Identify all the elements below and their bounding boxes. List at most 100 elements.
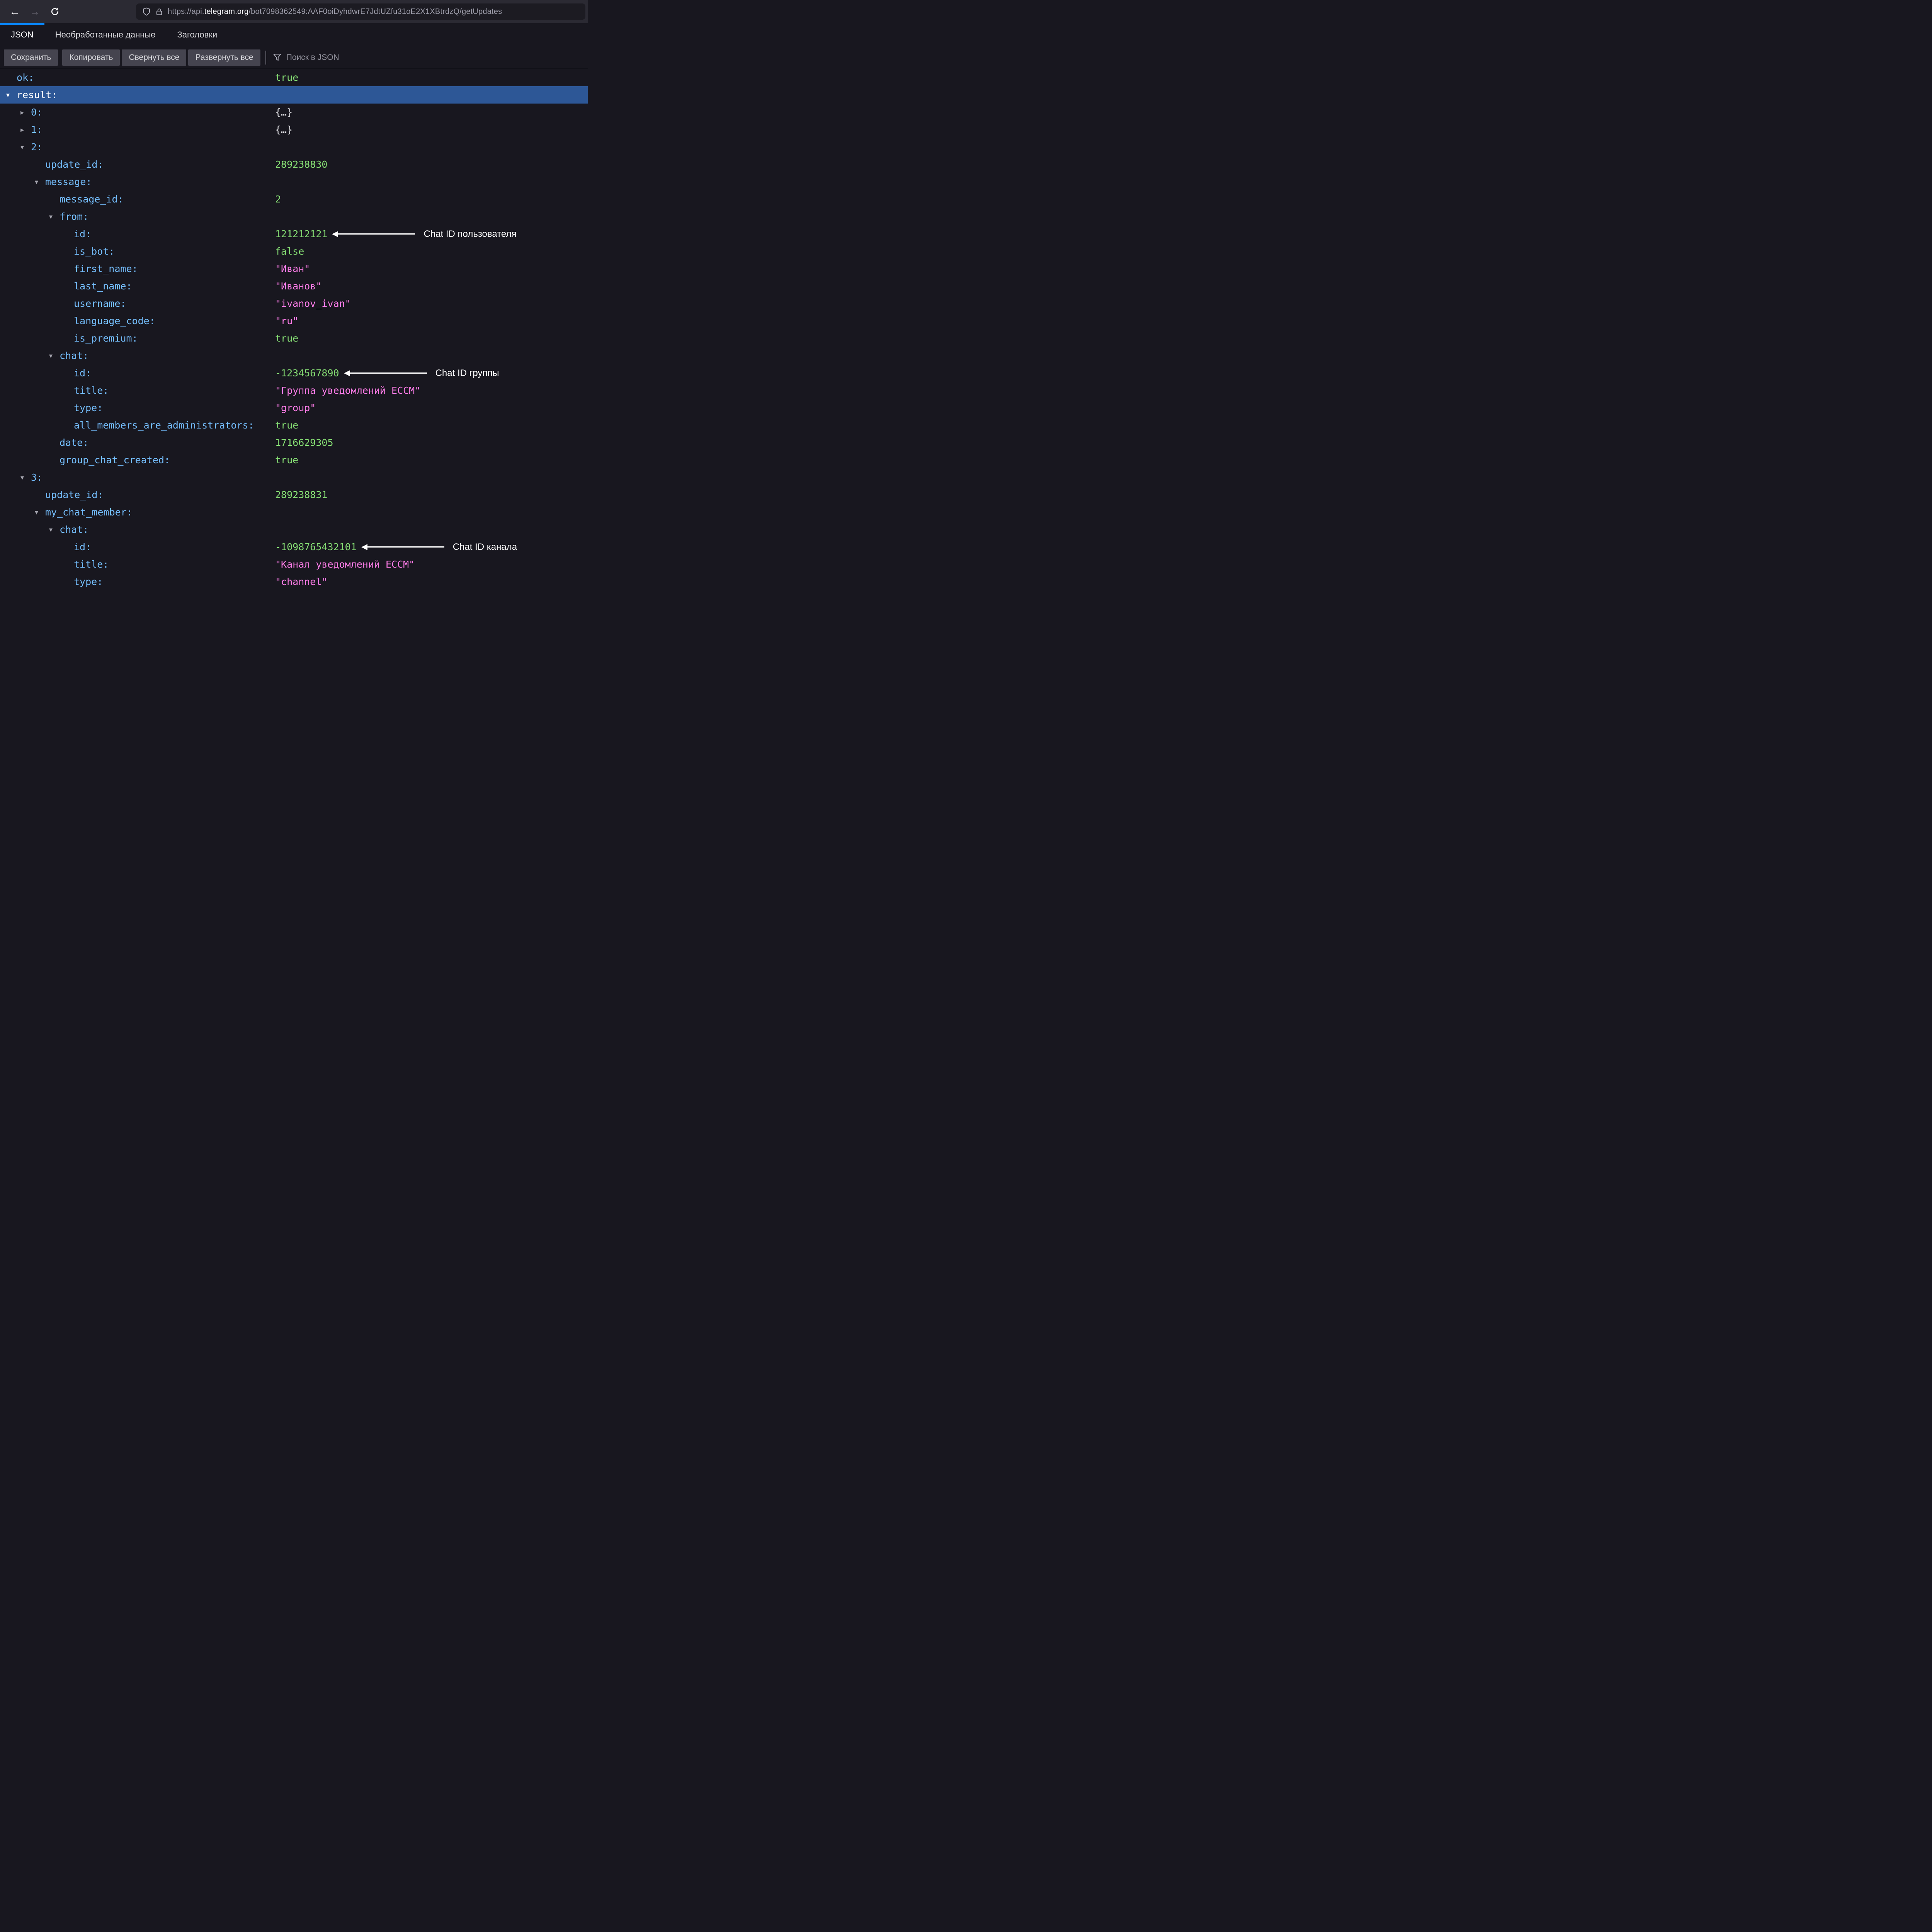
json-key: last_name: bbox=[74, 281, 132, 292]
tab-raw-data[interactable]: Необработанные данные bbox=[55, 30, 156, 39]
url-scheme: https://api. bbox=[168, 7, 204, 16]
copy-button[interactable]: Копировать bbox=[62, 49, 120, 66]
json-row[interactable]: is_bot:false bbox=[0, 243, 588, 260]
json-value-cell: true bbox=[275, 417, 588, 434]
json-key: my_chat_member: bbox=[45, 507, 133, 518]
lock-icon bbox=[156, 9, 162, 15]
json-key: title: bbox=[74, 559, 109, 570]
url-bar[interactable]: https://api.telegram.org/bot7098362549:A… bbox=[136, 3, 585, 20]
forward-button[interactable]: → bbox=[29, 5, 40, 17]
json-value-cell: 2 bbox=[275, 190, 588, 208]
json-value-cell: 289238830 bbox=[275, 156, 588, 173]
json-row[interactable]: is_premium:true bbox=[0, 330, 588, 347]
tab-headers[interactable]: Заголовки bbox=[177, 30, 218, 39]
json-row[interactable]: ▼ message: bbox=[0, 173, 588, 190]
json-value: -1098765432101 bbox=[275, 541, 357, 553]
json-row[interactable]: date: 1716629305 bbox=[0, 434, 588, 451]
reload-icon bbox=[51, 7, 59, 15]
json-value: -1234567890 bbox=[275, 367, 339, 379]
json-row[interactable]: type:"channel" bbox=[0, 573, 588, 590]
json-row[interactable]: title: "Канал уведомлений ЕССМ" bbox=[0, 556, 588, 573]
json-key: username: bbox=[74, 298, 126, 309]
json-key: message: bbox=[45, 176, 92, 187]
json-key: id: bbox=[74, 228, 92, 240]
json-value-cell: "group" bbox=[275, 399, 588, 417]
json-value-cell: "Канал уведомлений ЕССМ" bbox=[275, 556, 588, 573]
json-value: true bbox=[275, 333, 299, 344]
json-row[interactable]: first_name:"Иван" bbox=[0, 260, 588, 277]
json-key: update_id: bbox=[45, 489, 104, 500]
json-value: {…} bbox=[275, 107, 293, 118]
json-row[interactable]: update_id: 289238831 bbox=[0, 486, 588, 503]
json-row[interactable]: last_name: "Иванов" bbox=[0, 277, 588, 295]
collapse-arrow-icon[interactable]: ▼ bbox=[20, 143, 24, 151]
json-row[interactable]: ▼3: bbox=[0, 469, 588, 486]
json-row[interactable]: ▼2: bbox=[0, 138, 588, 156]
json-value: {…} bbox=[275, 124, 293, 135]
json-row[interactable]: ▶1:{…} bbox=[0, 121, 588, 138]
expand-all-button[interactable]: Развернуть все bbox=[188, 49, 260, 66]
json-row[interactable]: ▼from: bbox=[0, 208, 588, 225]
json-value-cell: "ivanov_ivan" bbox=[275, 295, 588, 312]
collapse-arrow-icon[interactable]: ▼ bbox=[20, 474, 24, 481]
json-value: 289238830 bbox=[275, 159, 328, 170]
json-key: chat: bbox=[60, 350, 89, 361]
collapse-arrow-icon[interactable]: ▼ bbox=[6, 91, 10, 99]
json-row[interactable]: all_members_are_administrators: true bbox=[0, 417, 588, 434]
collapse-arrow-icon[interactable]: ▼ bbox=[49, 352, 53, 359]
save-button[interactable]: Сохранить bbox=[4, 49, 58, 66]
json-toolbar: Сохранить Копировать Свернуть все Развер… bbox=[0, 46, 588, 69]
json-row[interactable]: group_chat_created:true bbox=[0, 451, 588, 469]
json-value-cell: -1098765432101 Chat ID канала bbox=[275, 538, 588, 556]
viewer-tab-bar: JSON Необработанные данные Заголовки bbox=[0, 23, 588, 46]
json-value-cell: "channel" bbox=[275, 573, 588, 590]
url-path: /bot7098362549:AAF0oiDyhdwrE7JdtUZfu31oE… bbox=[248, 7, 502, 16]
json-row[interactable]: title:"Группа уведомлений ЕССМ" bbox=[0, 382, 588, 399]
json-key: first_name: bbox=[74, 263, 138, 274]
json-row[interactable]: username: "ivanov_ivan" bbox=[0, 295, 588, 312]
json-value-cell: 289238831 bbox=[275, 486, 588, 503]
json-value: true bbox=[275, 420, 299, 431]
json-key: type: bbox=[74, 402, 103, 413]
json-search-input[interactable] bbox=[286, 53, 584, 62]
json-value-cell: {…} bbox=[275, 104, 588, 121]
json-key: all_members_are_administrators: bbox=[74, 420, 254, 431]
annotation-label: Chat ID канала bbox=[452, 541, 517, 552]
json-value: 1716629305 bbox=[275, 437, 333, 448]
collapse-arrow-icon[interactable]: ▼ bbox=[35, 178, 39, 185]
json-row[interactable]: ▼ my_chat_member: bbox=[0, 503, 588, 521]
json-row[interactable]: ▼result: bbox=[0, 86, 588, 104]
reload-button[interactable] bbox=[45, 3, 65, 20]
annotation-arrow-icon bbox=[344, 370, 427, 376]
json-row[interactable]: language_code:"ru" bbox=[0, 312, 588, 330]
json-row[interactable]: update_id:289238830 bbox=[0, 156, 588, 173]
json-value: "channel" bbox=[275, 576, 328, 587]
json-row[interactable]: ok:true bbox=[0, 69, 588, 86]
json-value-cell: true bbox=[275, 330, 588, 347]
json-value: 2 bbox=[275, 194, 281, 205]
json-key: id: bbox=[74, 541, 92, 553]
json-row[interactable]: ▼chat: bbox=[0, 521, 588, 538]
json-key: date: bbox=[60, 437, 89, 448]
shield-icon bbox=[143, 7, 150, 16]
json-row[interactable]: ▼ chat: bbox=[0, 347, 588, 364]
collapse-arrow-icon[interactable]: ▼ bbox=[35, 509, 39, 516]
collapse-arrow-icon[interactable]: ▼ bbox=[49, 526, 53, 533]
json-row[interactable]: type: "group" bbox=[0, 399, 588, 417]
expand-arrow-icon[interactable]: ▶ bbox=[20, 109, 24, 116]
annotation-label: Chat ID пользователя bbox=[423, 228, 517, 239]
json-value-cell: "Иванов" bbox=[275, 277, 588, 295]
json-row[interactable]: message_id:2 bbox=[0, 190, 588, 208]
tab-json[interactable]: JSON bbox=[0, 23, 44, 46]
expand-arrow-icon[interactable]: ▶ bbox=[20, 126, 24, 133]
back-button[interactable]: ← bbox=[9, 5, 20, 17]
json-value: 289238831 bbox=[275, 489, 328, 500]
json-value: "Группа уведомлений ЕССМ" bbox=[275, 385, 421, 396]
json-row[interactable]: ▶0:{…} bbox=[0, 104, 588, 121]
json-row[interactable]: id: -1098765432101 Chat ID канала bbox=[0, 538, 588, 556]
collapse-arrow-icon[interactable]: ▼ bbox=[49, 213, 53, 220]
collapse-all-button[interactable]: Свернуть все bbox=[122, 49, 187, 66]
